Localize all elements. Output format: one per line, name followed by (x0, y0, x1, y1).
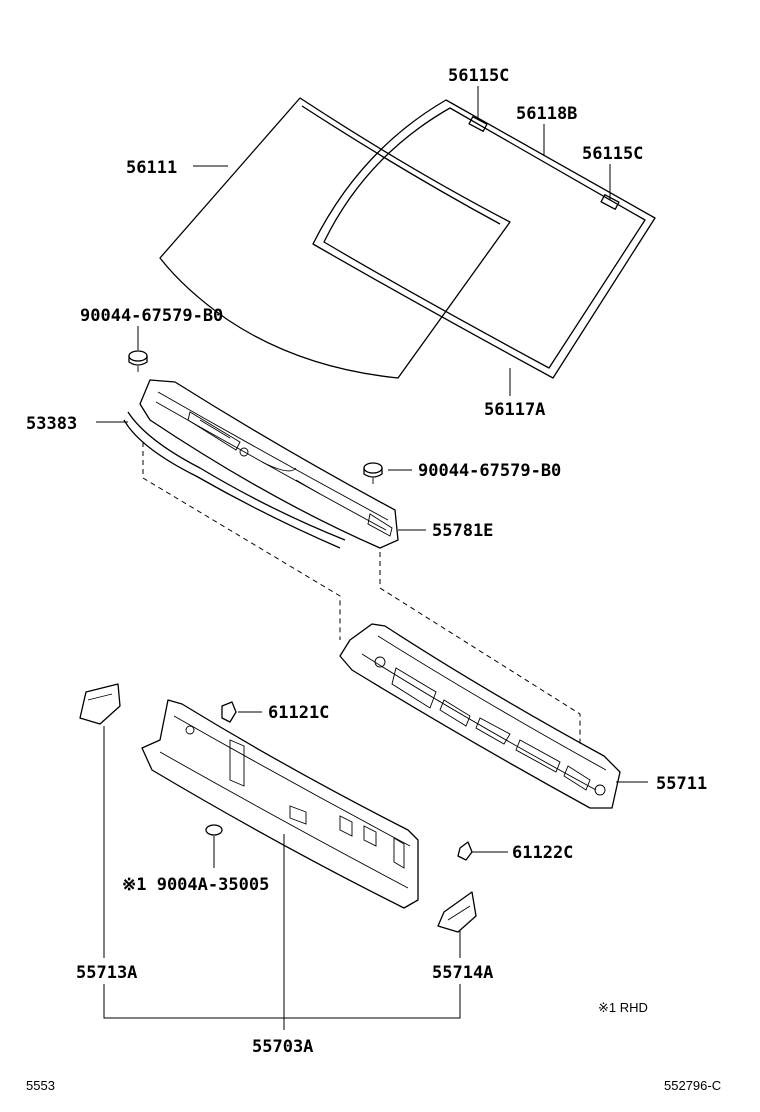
cowl-top-panel-inner[interactable] (141, 699, 419, 909)
label-56117a: 56117A (484, 400, 545, 420)
leader-lines (96, 86, 648, 1030)
label-55714a: 55714A (432, 963, 493, 983)
label-9004a: ※1 9004A-35005 (122, 875, 269, 895)
bracket-61121c[interactable] (221, 701, 237, 723)
hood-weatherstrip[interactable] (123, 411, 346, 549)
label-56115c-top: 56115C (448, 66, 509, 86)
label-55711: 55711 (656, 774, 707, 794)
windshield-moulding[interactable] (312, 99, 656, 379)
spacer-56115c-right[interactable] (600, 194, 620, 210)
label-clip-upper: 90044-67579-B0 (80, 306, 223, 326)
label-53383: 53383 (26, 414, 77, 434)
rhd-note: ※1 RHD (598, 1000, 648, 1015)
clip-upper[interactable] (128, 350, 148, 372)
assembly-dashed-lines (142, 442, 581, 744)
clip-lower[interactable] (363, 462, 383, 484)
cowl-louver[interactable] (139, 379, 399, 549)
label-56111: 56111 (126, 158, 177, 178)
windshield-glass[interactable] (159, 97, 511, 379)
label-61122c: 61122C (512, 843, 573, 863)
footer-right-code: 552796-C (664, 1078, 721, 1093)
label-61121c: 61121C (268, 703, 329, 723)
spacer-56115c-top[interactable] (468, 116, 488, 132)
side-bracket-left[interactable] (79, 683, 121, 725)
footer-left-code: 5553 (26, 1078, 55, 1093)
label-55713a: 55713A (76, 963, 137, 983)
label-56118b: 56118B (516, 104, 577, 124)
label-55703a: 55703A (252, 1037, 313, 1057)
bracket-61122c[interactable] (457, 841, 473, 861)
label-55781e: 55781E (432, 521, 493, 541)
cowl-top-panel-outer[interactable] (339, 623, 621, 809)
side-bracket-right[interactable] (437, 891, 477, 933)
label-clip-lower: 90044-67579-B0 (418, 461, 561, 481)
plug-9004a[interactable] (205, 824, 223, 836)
label-56115c-right: 56115C (582, 144, 643, 164)
